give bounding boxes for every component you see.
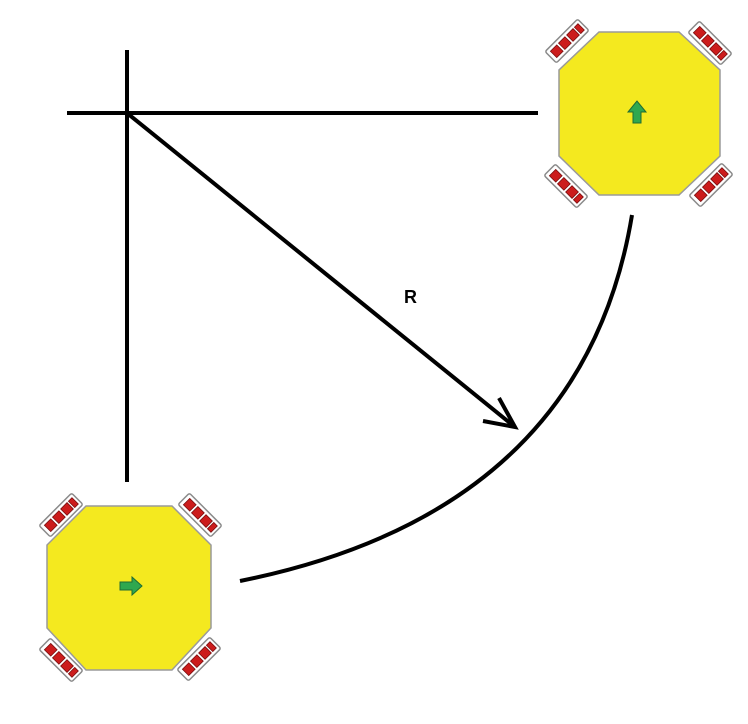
- turn-path-arc: [239, 214, 634, 583]
- robot-start: [38, 492, 223, 683]
- radius-arrowhead: [482, 397, 519, 430]
- direction-arrow-right-icon: [119, 575, 143, 597]
- robot-end: [543, 18, 734, 209]
- radius-line: [125, 111, 517, 429]
- radius-label: R: [404, 287, 417, 307]
- direction-arrow-up-icon: [626, 100, 648, 124]
